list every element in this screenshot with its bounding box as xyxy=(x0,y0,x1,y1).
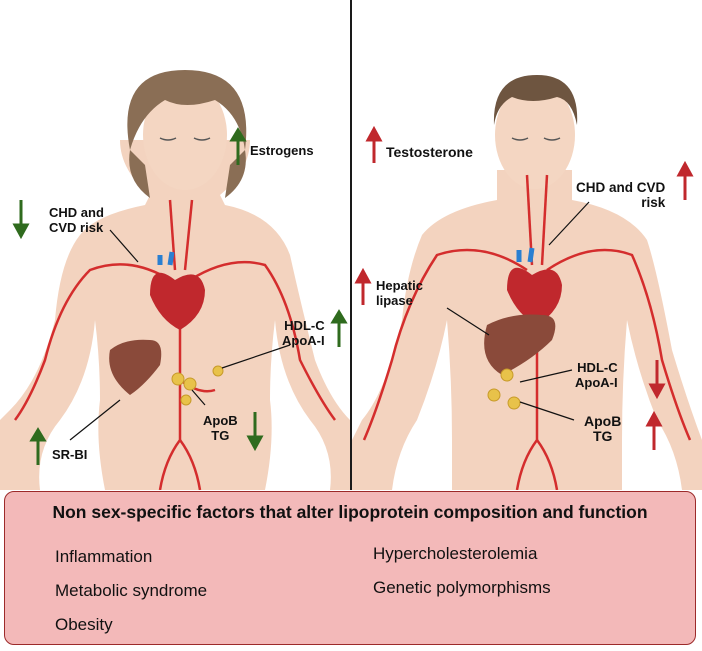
factor-obesity: Obesity xyxy=(55,615,113,634)
female-apob-label: ApoB TG xyxy=(203,413,238,443)
male-panel: Testosterone CHD and CVD risk Hepatic li… xyxy=(352,0,702,490)
male-arteries xyxy=(362,174,692,490)
female-apob-down-arrow xyxy=(246,412,264,452)
estrogens-label: Estrogens xyxy=(250,143,314,158)
female-lipoproteins xyxy=(171,365,224,406)
hepatic-lipase-up-arrow xyxy=(354,267,372,305)
female-hair xyxy=(127,70,247,150)
factors-title: Non sex-specific factors that alter lipo… xyxy=(52,502,648,522)
female-chd-down-arrow xyxy=(12,200,30,240)
male-hdl-label: HDL-C ApoA-I xyxy=(575,360,618,390)
testosterone-label: Testosterone xyxy=(386,144,473,160)
male-hdl-down-arrow xyxy=(648,360,666,400)
srbi-label: SR-BI xyxy=(52,447,88,462)
estrogens-up-arrow xyxy=(229,127,247,165)
factors-panel: Non sex-specific factors that alter lipo… xyxy=(4,491,696,645)
factor-metabolic-syndrome: Metabolic syndrome xyxy=(55,581,208,600)
male-lipoproteins xyxy=(487,368,521,410)
female-figure xyxy=(0,70,350,490)
female-hdl-up-arrow xyxy=(330,309,348,347)
hepatic-lipase-label: Hepatic lipase xyxy=(376,278,423,308)
female-arteries xyxy=(13,199,337,490)
male-apob-label: ApoB TG xyxy=(584,413,622,444)
male-hair xyxy=(493,75,578,125)
male-heart xyxy=(507,267,562,325)
male-chd-up-arrow xyxy=(676,160,694,200)
female-hdl-label: HDL-C ApoA-I xyxy=(282,318,325,348)
female-heart xyxy=(150,272,205,330)
panel-divider xyxy=(350,0,352,490)
male-figure xyxy=(352,75,702,490)
factor-genetic-polymorphisms: Genetic polymorphisms xyxy=(373,578,551,597)
male-head xyxy=(495,81,575,189)
male-apob-up-arrow xyxy=(645,410,663,450)
female-head xyxy=(143,80,227,190)
female-chd-cvd-label: CHD and CVD risk xyxy=(49,205,104,235)
female-panel: Estrogens CHD and CVD risk HDL-C ApoA-I … xyxy=(0,0,350,490)
testosterone-up-arrow xyxy=(365,125,383,163)
factor-hypercholesterolemia: Hypercholesterolemia xyxy=(373,544,538,563)
male-liver xyxy=(484,314,556,375)
srbi-up-arrow xyxy=(29,427,47,465)
factor-inflammation: Inflammation xyxy=(55,547,153,566)
male-chd-cvd-label: CHD and CVD risk xyxy=(576,180,666,210)
female-liver xyxy=(109,339,162,395)
